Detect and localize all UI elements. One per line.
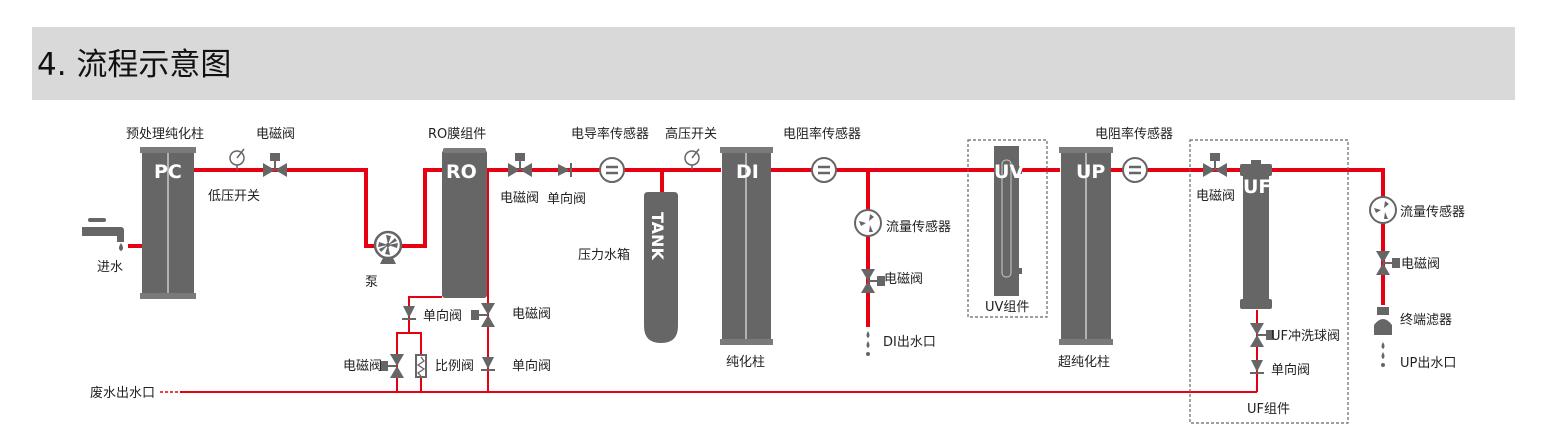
check-valve-label: 单向阀 — [1271, 362, 1310, 378]
pump-label: 泵 — [365, 275, 378, 290]
check-valve-icon — [1249, 359, 1265, 374]
tap-icon — [82, 218, 124, 251]
flow-sensor-label: 流量传感器 — [886, 219, 951, 235]
up-label: UP — [1076, 161, 1105, 183]
pc-column: PC — [140, 147, 196, 299]
proportional-valve-icon — [415, 354, 427, 378]
resistivity-sensor-label: 电阻率传感器 — [783, 126, 861, 142]
solenoid-valve-icon — [507, 152, 533, 178]
di-label: DI — [736, 161, 759, 183]
uf-filter: UF — [1240, 160, 1272, 309]
flow-sensor-label: 流量传感器 — [1400, 204, 1465, 220]
water-drops-icon — [866, 331, 870, 356]
water-drops-icon — [1381, 342, 1385, 367]
purification-column-label: 纯化柱 — [726, 355, 765, 370]
pc-label: PC — [154, 161, 182, 183]
uv-label: UV — [994, 161, 1024, 183]
check-valve-label: 单向阀 — [512, 358, 551, 374]
terminal-filter-label: 终端滤器 — [1400, 312, 1452, 328]
resistivity-sensor-icon — [1121, 156, 1149, 184]
proportional-valve-label: 比例阀 — [435, 359, 474, 374]
high-pressure-switch-icon — [684, 148, 700, 171]
uf-flush-valve-label: UF冲洗球阀 — [1271, 329, 1340, 344]
check-valve-icon — [401, 305, 417, 320]
uf-module-box — [1189, 139, 1349, 424]
solenoid-valve-icon — [262, 152, 288, 178]
up-column: UP — [1059, 147, 1113, 345]
check-valve-label: 单向阀 — [547, 191, 586, 207]
uv-module-box — [967, 139, 1048, 318]
waste-outlet-label: 废水出水口 — [90, 385, 155, 401]
check-valve-icon — [557, 162, 572, 178]
pump-icon — [373, 230, 403, 264]
section-header: 4. 流程示意图 — [32, 27, 1515, 100]
pressure-tank: TANK — [644, 192, 678, 343]
conductivity-sensor-label: 电导率传感器 — [571, 126, 649, 142]
tank-label: TANK — [648, 212, 667, 260]
ro-label: RO — [446, 161, 477, 183]
pretreatment-label: 预处理纯化柱 — [126, 127, 204, 142]
solenoid-valve-label: 电磁阀 — [500, 191, 539, 206]
section-title: 4. 流程示意图 — [37, 47, 232, 83]
di-outlet-label: DI出水口 — [883, 335, 936, 350]
solenoid-valve-label: 电磁阀 — [512, 307, 551, 322]
solenoid-valve-icon — [860, 268, 886, 294]
flow-sensor-icon — [854, 209, 882, 237]
check-valve-label: 单向阀 — [423, 308, 462, 324]
terminal-filter-icon — [1374, 307, 1392, 335]
uf-module-label: UF组件 — [1247, 402, 1290, 417]
solenoid-valve-label: 电磁阀 — [1196, 189, 1235, 204]
ro-module-label: RO膜组件 — [428, 127, 486, 142]
solenoid-valve-label: 电磁阀 — [343, 359, 382, 374]
solenoid-valve-label: 电磁阀 — [1401, 257, 1440, 272]
solenoid-valve-icon — [470, 302, 496, 328]
pressure-tank-label: 压力水箱 — [578, 247, 630, 263]
high-pressure-switch-label: 高压开关 — [665, 126, 717, 142]
up-outlet-label: UP出水口 — [1400, 356, 1456, 371]
check-valve-icon — [480, 356, 496, 371]
di-column: DI — [720, 147, 773, 345]
solenoid-valve-label: 电磁阀 — [256, 127, 295, 142]
solenoid-valve-icon — [1375, 250, 1401, 276]
ro-module: RO — [442, 148, 487, 298]
conductivity-sensor-icon — [598, 156, 626, 184]
waste-pipe — [160, 170, 1258, 393]
low-pressure-switch-label: 低压开关 — [208, 189, 260, 204]
flow-sensor-icon — [1369, 196, 1397, 224]
low-pressure-switch-icon — [229, 148, 245, 171]
uv-module-label: UV组件 — [985, 300, 1029, 315]
ultra-pure-column-label: 超纯化柱 — [1058, 355, 1110, 370]
solenoid-valve-label: 电磁阀 — [884, 272, 923, 287]
solenoid-valve-icon — [1202, 152, 1228, 178]
resistivity-sensor-label: 电阻率传感器 — [1095, 126, 1173, 142]
inlet-label: 进水 — [97, 260, 123, 275]
resistivity-sensor-icon — [810, 156, 838, 184]
uv-lamp: UV — [994, 146, 1024, 296]
uf-label: UF — [1243, 176, 1271, 198]
solenoid-valve-icon — [379, 353, 405, 379]
